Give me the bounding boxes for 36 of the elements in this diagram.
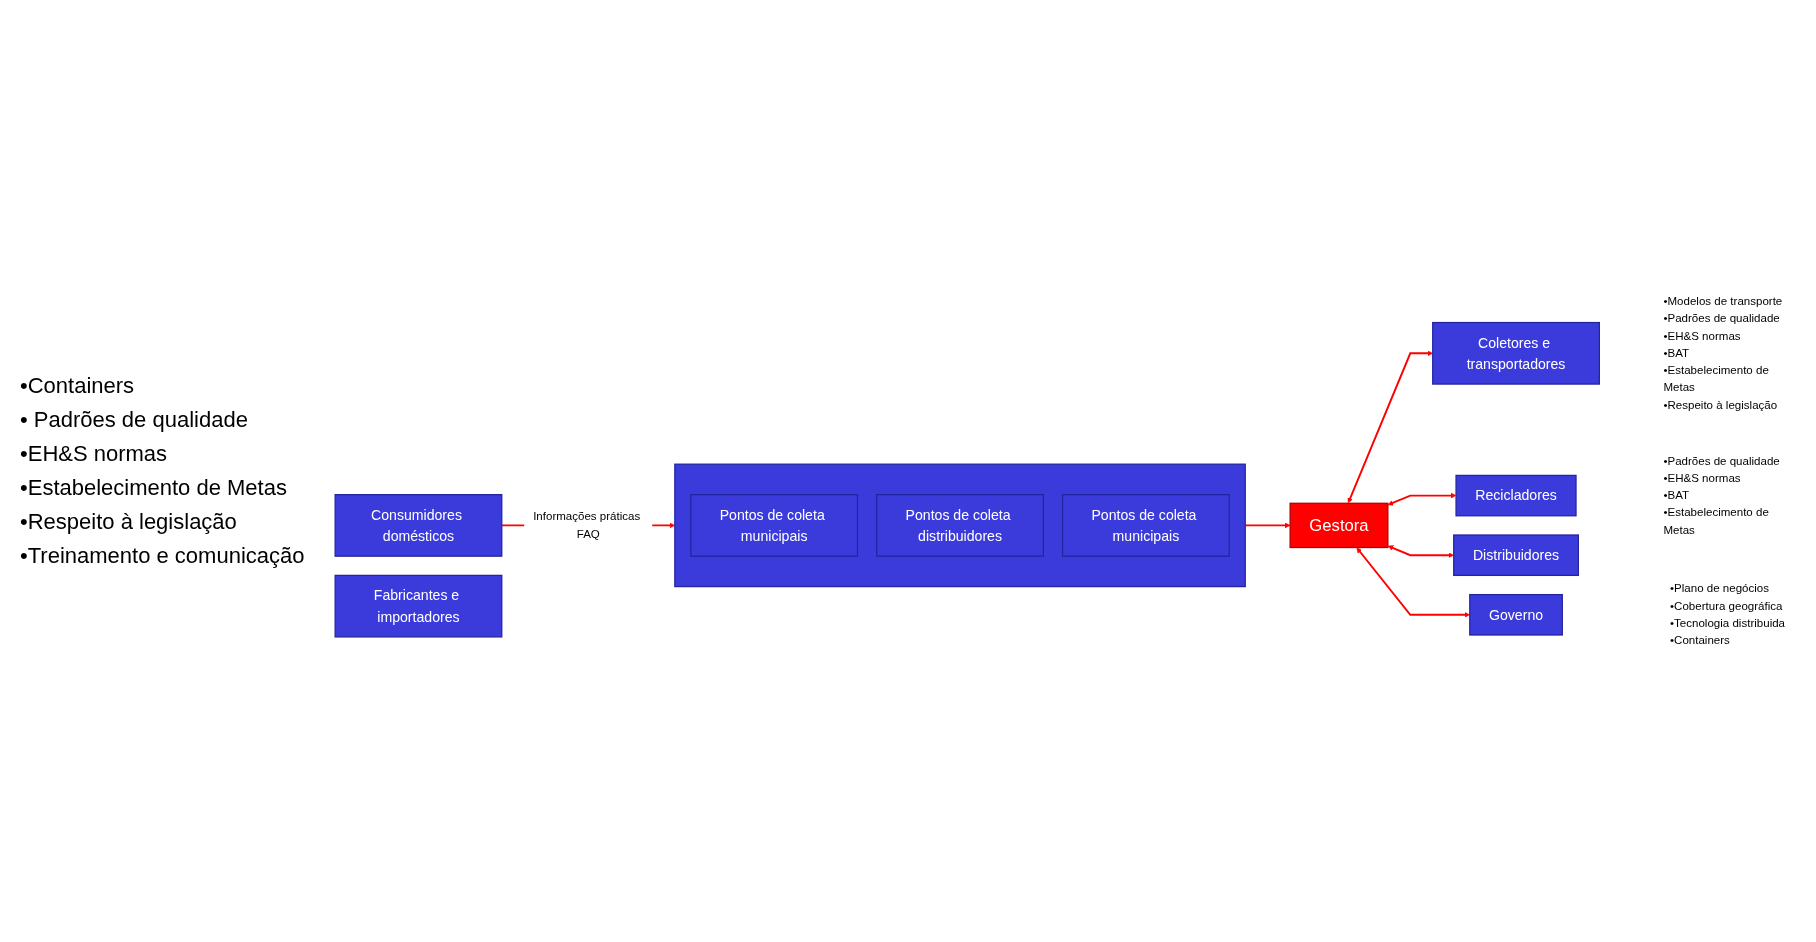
- node-label: •Estabelecimento de Metas: [1663, 363, 1769, 394]
- node-box: Coletores e transportadores: [1432, 321, 1600, 385]
- node-box: Fabricantes e importadores: [334, 574, 503, 638]
- bullet-note: •Estabelecimento de Metas: [20, 475, 288, 501]
- node-label: •Respeito à legislação: [1663, 398, 1778, 412]
- bullet-note: •EH&S normas: [20, 441, 169, 467]
- node-box: Pontos de coleta municipais: [1061, 493, 1230, 557]
- node-box: Governo: [1469, 593, 1563, 636]
- edge-label: Informações práticas FAQ: [533, 509, 641, 541]
- node-label: •Tecnologia distribuida: [1670, 616, 1786, 630]
- arrow: [1347, 350, 1433, 504]
- arrow: [1387, 545, 1454, 558]
- node-label: •Cobertura geográfica: [1670, 599, 1783, 613]
- node-box: Recicladores: [1455, 474, 1577, 517]
- node-box: Pontos de coleta municipais: [690, 493, 859, 557]
- node-label: •Padrões de qualidade: [1663, 454, 1780, 467]
- cluster: [674, 463, 1246, 588]
- node-box: Pontos de coleta distribuidores: [876, 493, 1044, 557]
- arrow: [1356, 547, 1470, 618]
- node-label: •Containers: [1670, 633, 1730, 647]
- bullet-note: •Respeito à legislação: [20, 509, 238, 535]
- node-label: •BAT: [1663, 488, 1690, 502]
- bullet-note: • Padrões de qualidade: [20, 407, 249, 433]
- node-label: •Modelos de transporte: [1663, 294, 1783, 308]
- arrow: [1387, 492, 1457, 506]
- node-label: •BAT: [1663, 346, 1690, 360]
- node-label: •Estabelecimento de Metas: [1663, 506, 1769, 537]
- node-label: •Padrões de qualidade: [1663, 311, 1780, 325]
- node-box: Gestora: [1289, 502, 1389, 549]
- bullet-note: •Treinamento e comunicação: [20, 543, 306, 569]
- bullet-note: •Containers: [20, 373, 136, 399]
- node-box: Distribuidores: [1453, 534, 1579, 576]
- node-box: Consumidores domésticos: [334, 493, 503, 557]
- node-label: •EH&S normas: [1663, 329, 1741, 343]
- node-label: •Plano de negócios: [1670, 582, 1770, 595]
- node-label: •EH&S normas: [1663, 471, 1741, 485]
